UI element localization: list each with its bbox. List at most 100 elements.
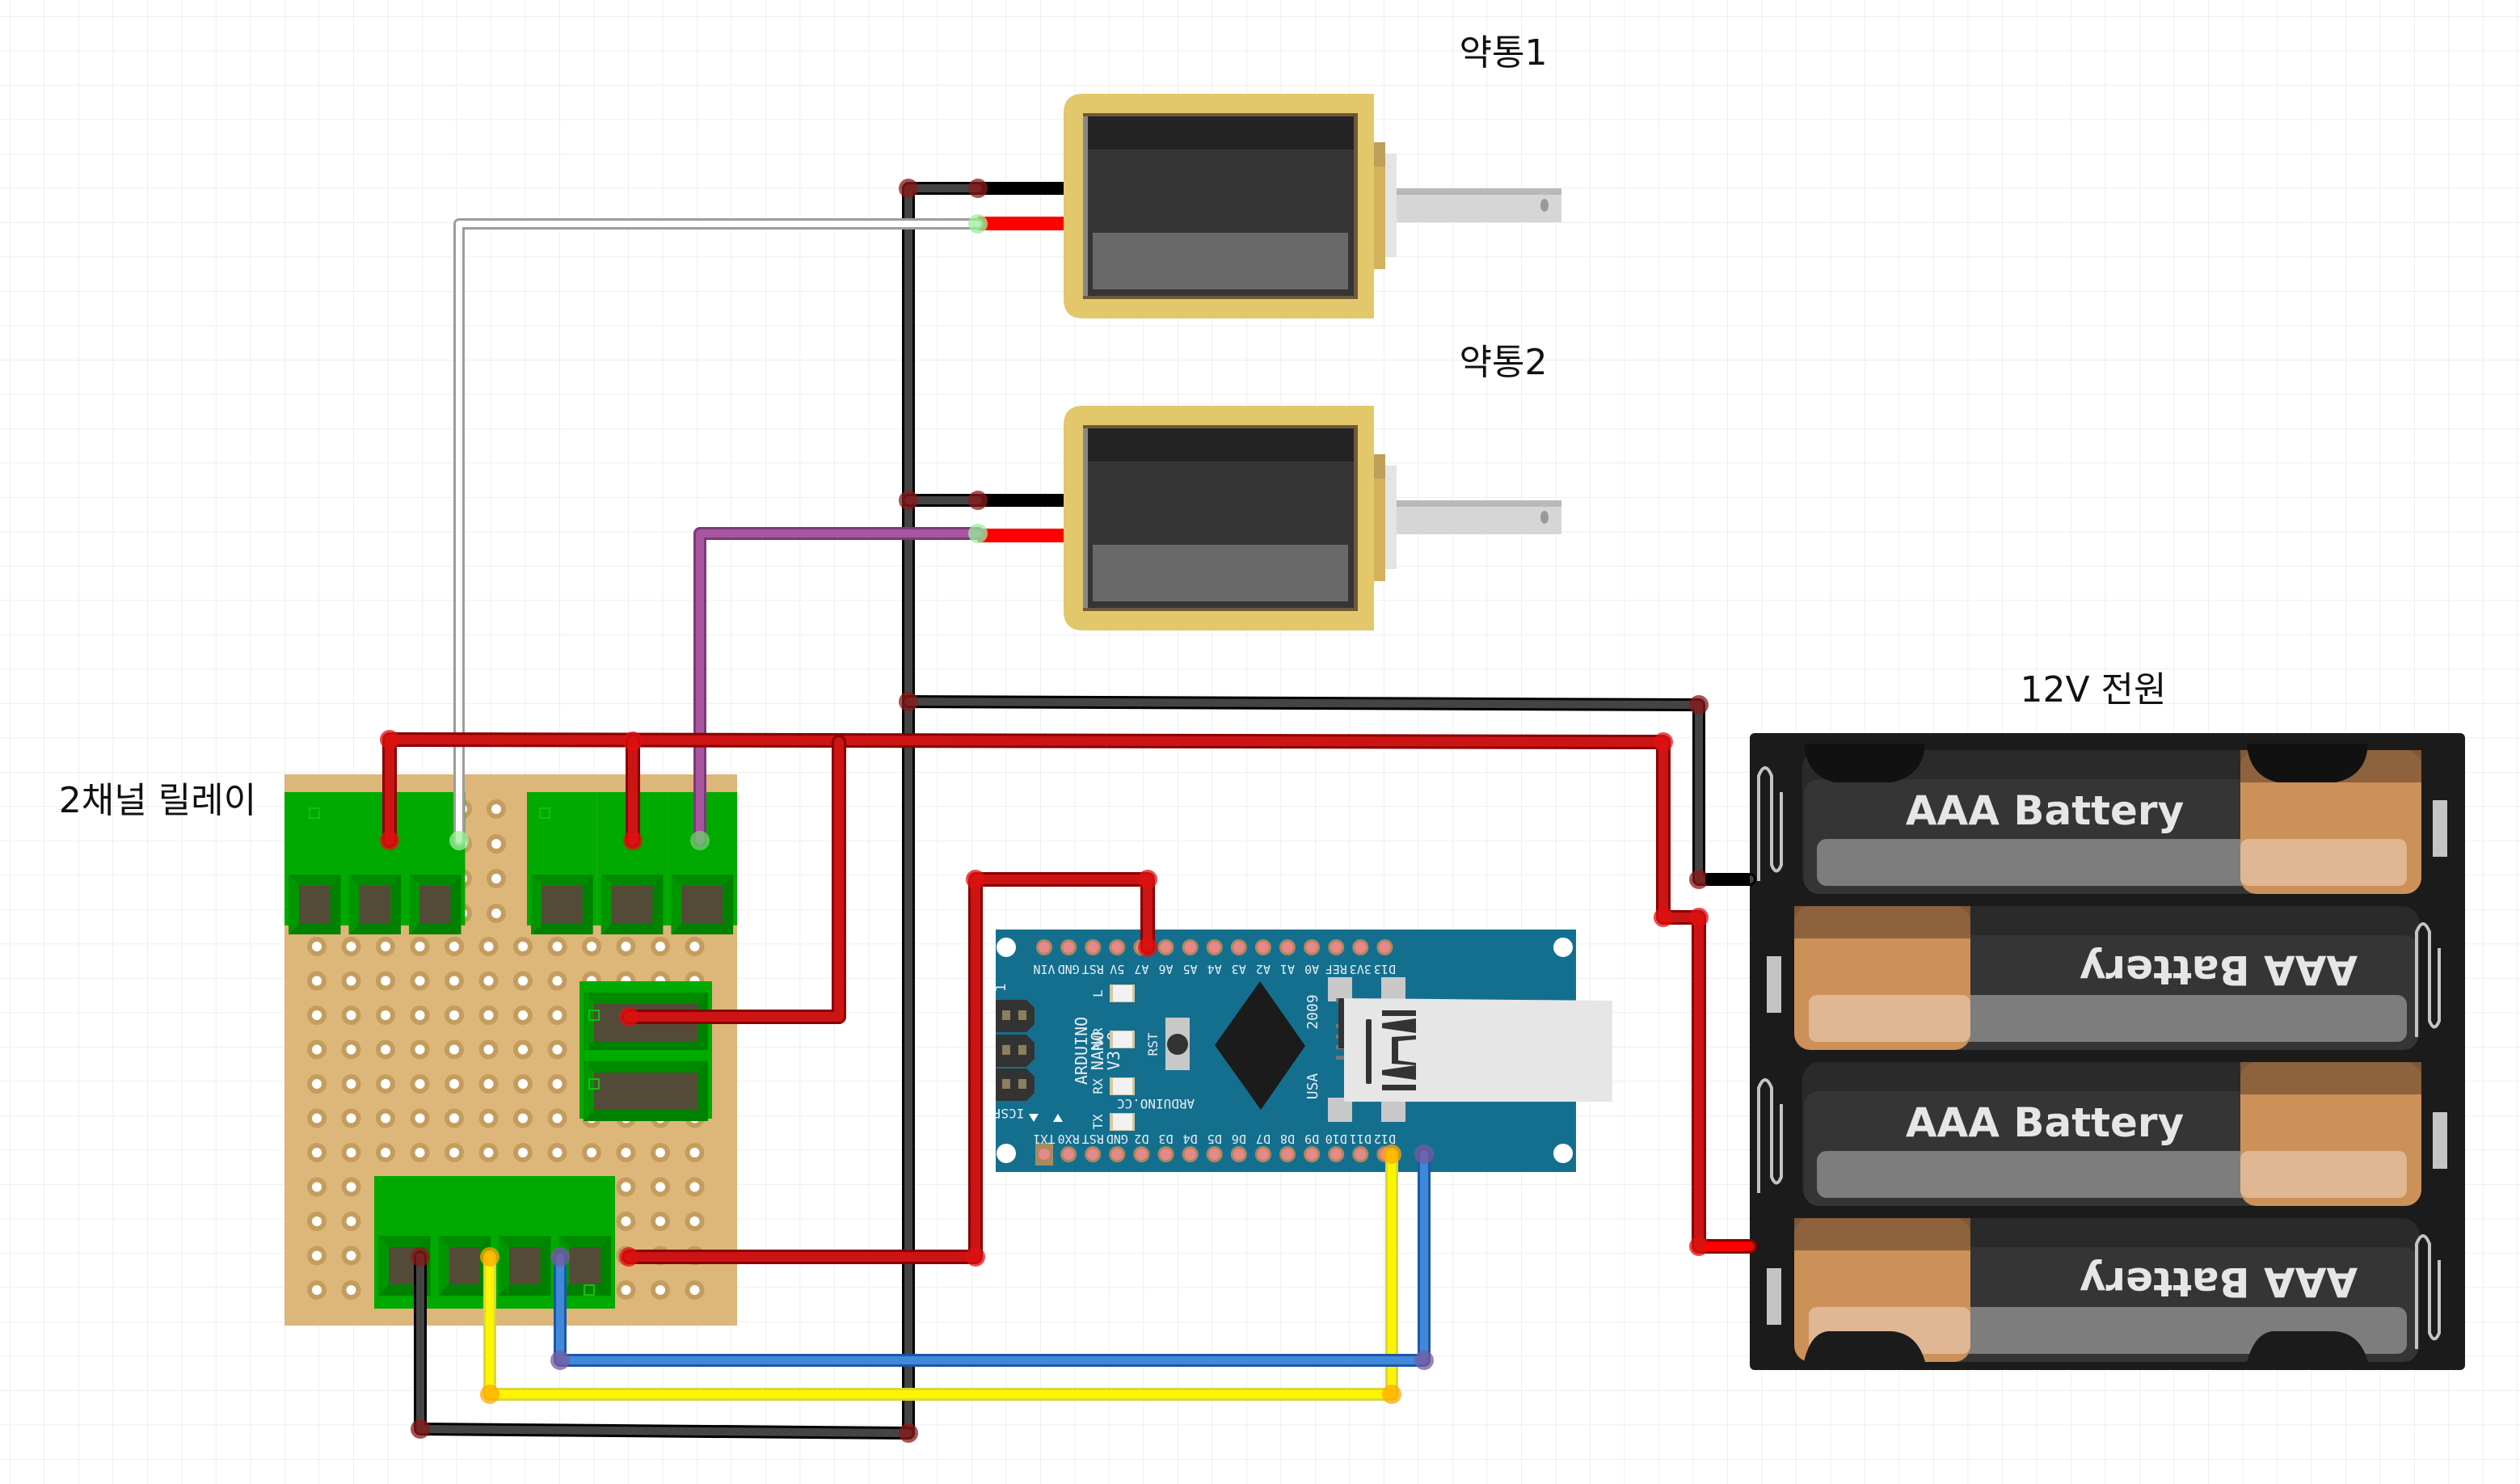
perf-hole [346,1079,356,1089]
terminal-bevel [378,1236,389,1296]
pin-d10[interactable]: D10 [1325,1132,1347,1162]
perf-hole [312,1148,322,1157]
pin-d9[interactable]: D9 [1304,1132,1321,1162]
pin-d7[interactable]: D7 [1254,1132,1271,1162]
perf-hole [552,1044,563,1055]
relay-vcc-bus-wire[interactable] [622,735,846,1024]
battery-negative-lead [1705,875,1750,884]
pin-vin[interactable]: VIN [1033,939,1056,976]
cell-copper-highlight [2240,839,2407,886]
pin-d11[interactable]: D11 [1350,1132,1372,1162]
pin-hole [1187,945,1193,950]
reset-button[interactable] [1165,1018,1190,1070]
plunger-collar [1374,454,1385,581]
pin-rx0[interactable]: RX0 [1058,1132,1080,1162]
wire-joint [899,692,918,711]
pin-a0[interactable]: A0 [1304,939,1321,976]
pin-label: A3 [1232,962,1246,976]
pin-gnd[interactable]: GND [1106,1132,1128,1162]
collar-shade [1374,454,1385,479]
pin1-marker [309,807,320,819]
spring-contact [2415,1234,2441,1349]
pin-a1[interactable]: A1 [1279,939,1296,976]
relay-in1-d8-wire[interactable] [483,1148,1398,1401]
pin-d4[interactable]: D4 [1182,1132,1199,1162]
cell-terminal [2433,1112,2447,1169]
pin-label: A2 [1256,962,1271,976]
terminal-bevel [601,923,664,934]
pin-d3[interactable]: D3 [1157,1132,1174,1162]
pin-rst[interactable]: RST [1082,939,1104,976]
perf-hole [312,976,322,986]
pin-gnd[interactable]: GND [1058,939,1080,976]
perf-hole [518,942,528,951]
relay-in2-d9-wire[interactable] [554,1148,1431,1367]
pin-hole [1334,945,1339,950]
pin-d13[interactable]: D13 [1374,939,1396,976]
terminal-bevel [601,875,664,886]
pin-label: D9 [1304,1132,1319,1146]
terminal-bevel [601,875,612,934]
wire-joint [1654,908,1673,927]
pin-a3[interactable]: A3 [1230,939,1247,976]
relay-label: 2채널 릴레이 [59,780,256,821]
pin-a5[interactable]: A5 [1182,939,1199,976]
pin-a2[interactable]: A2 [1254,939,1271,976]
solenoid-lead-red [978,529,1064,542]
pin-tx1[interactable]: TX1 [1033,1132,1056,1166]
coil-shade [1087,116,1354,150]
pin-d8[interactable]: D8 [1279,1132,1296,1162]
terminal-bevel [531,875,593,886]
perf-hole [346,942,356,951]
pin-3v3[interactable]: 3V3 [1350,939,1372,976]
perf-hole [689,1182,700,1192]
pin-a6[interactable]: A6 [1157,939,1174,976]
terminal-bevel [584,1041,708,1052]
pin-5v[interactable]: 5V [1109,939,1126,976]
pin-ref[interactable]: REF [1325,939,1347,976]
perf-hole [587,1148,596,1157]
perf-hole [312,1285,322,1295]
perf-hole [415,1044,425,1055]
wire-joint [480,1247,499,1267]
terminal-bevel [558,1236,611,1247]
perf-hole [449,976,459,986]
solenoid-2[interactable] [978,406,1561,630]
perf-hole [381,976,390,986]
pin-d5[interactable]: D5 [1206,1132,1223,1162]
cell-label: AAA Battery [2080,946,2358,993]
icsp-label: ICSP [993,1106,1025,1121]
relay-ch1-solenoid1-wire[interactable] [453,218,984,846]
coil-edge [1083,116,1088,296]
usb-connector[interactable] [1328,977,1612,1122]
relay-module[interactable] [284,774,738,1326]
perf-hole [518,1079,528,1089]
pin-d6[interactable]: D6 [1230,1132,1247,1162]
wire-joint [1414,1351,1434,1370]
perf-hole [346,1216,356,1226]
pin-a4[interactable]: A4 [1206,939,1223,976]
pin-label: REF [1325,962,1347,976]
wire-joint [966,1247,985,1267]
pin-label: VIN [1033,962,1055,976]
perf-hole [518,976,528,986]
terminal-screw [681,886,723,923]
solenoid-1[interactable] [978,94,1561,318]
rx-arrow-icon [1053,1114,1063,1122]
terminal-bevel [499,1236,509,1296]
terminal-screw [299,886,331,923]
pin1-marker [539,807,550,819]
terminal-bevel [450,875,461,934]
plunger-washer [1385,154,1397,257]
icsp-pin1-label: 1 [992,984,1009,993]
pin-label: D3 [1158,1132,1173,1146]
terminal-bevel [348,923,401,934]
perf-hole [346,1010,356,1020]
perf-hole [621,942,631,951]
cell-copper-shade [1794,906,1970,938]
pin-d2[interactable]: D2 [1133,1132,1150,1162]
pin-rst[interactable]: RST [1082,1132,1104,1162]
perf-hole [689,1285,700,1295]
